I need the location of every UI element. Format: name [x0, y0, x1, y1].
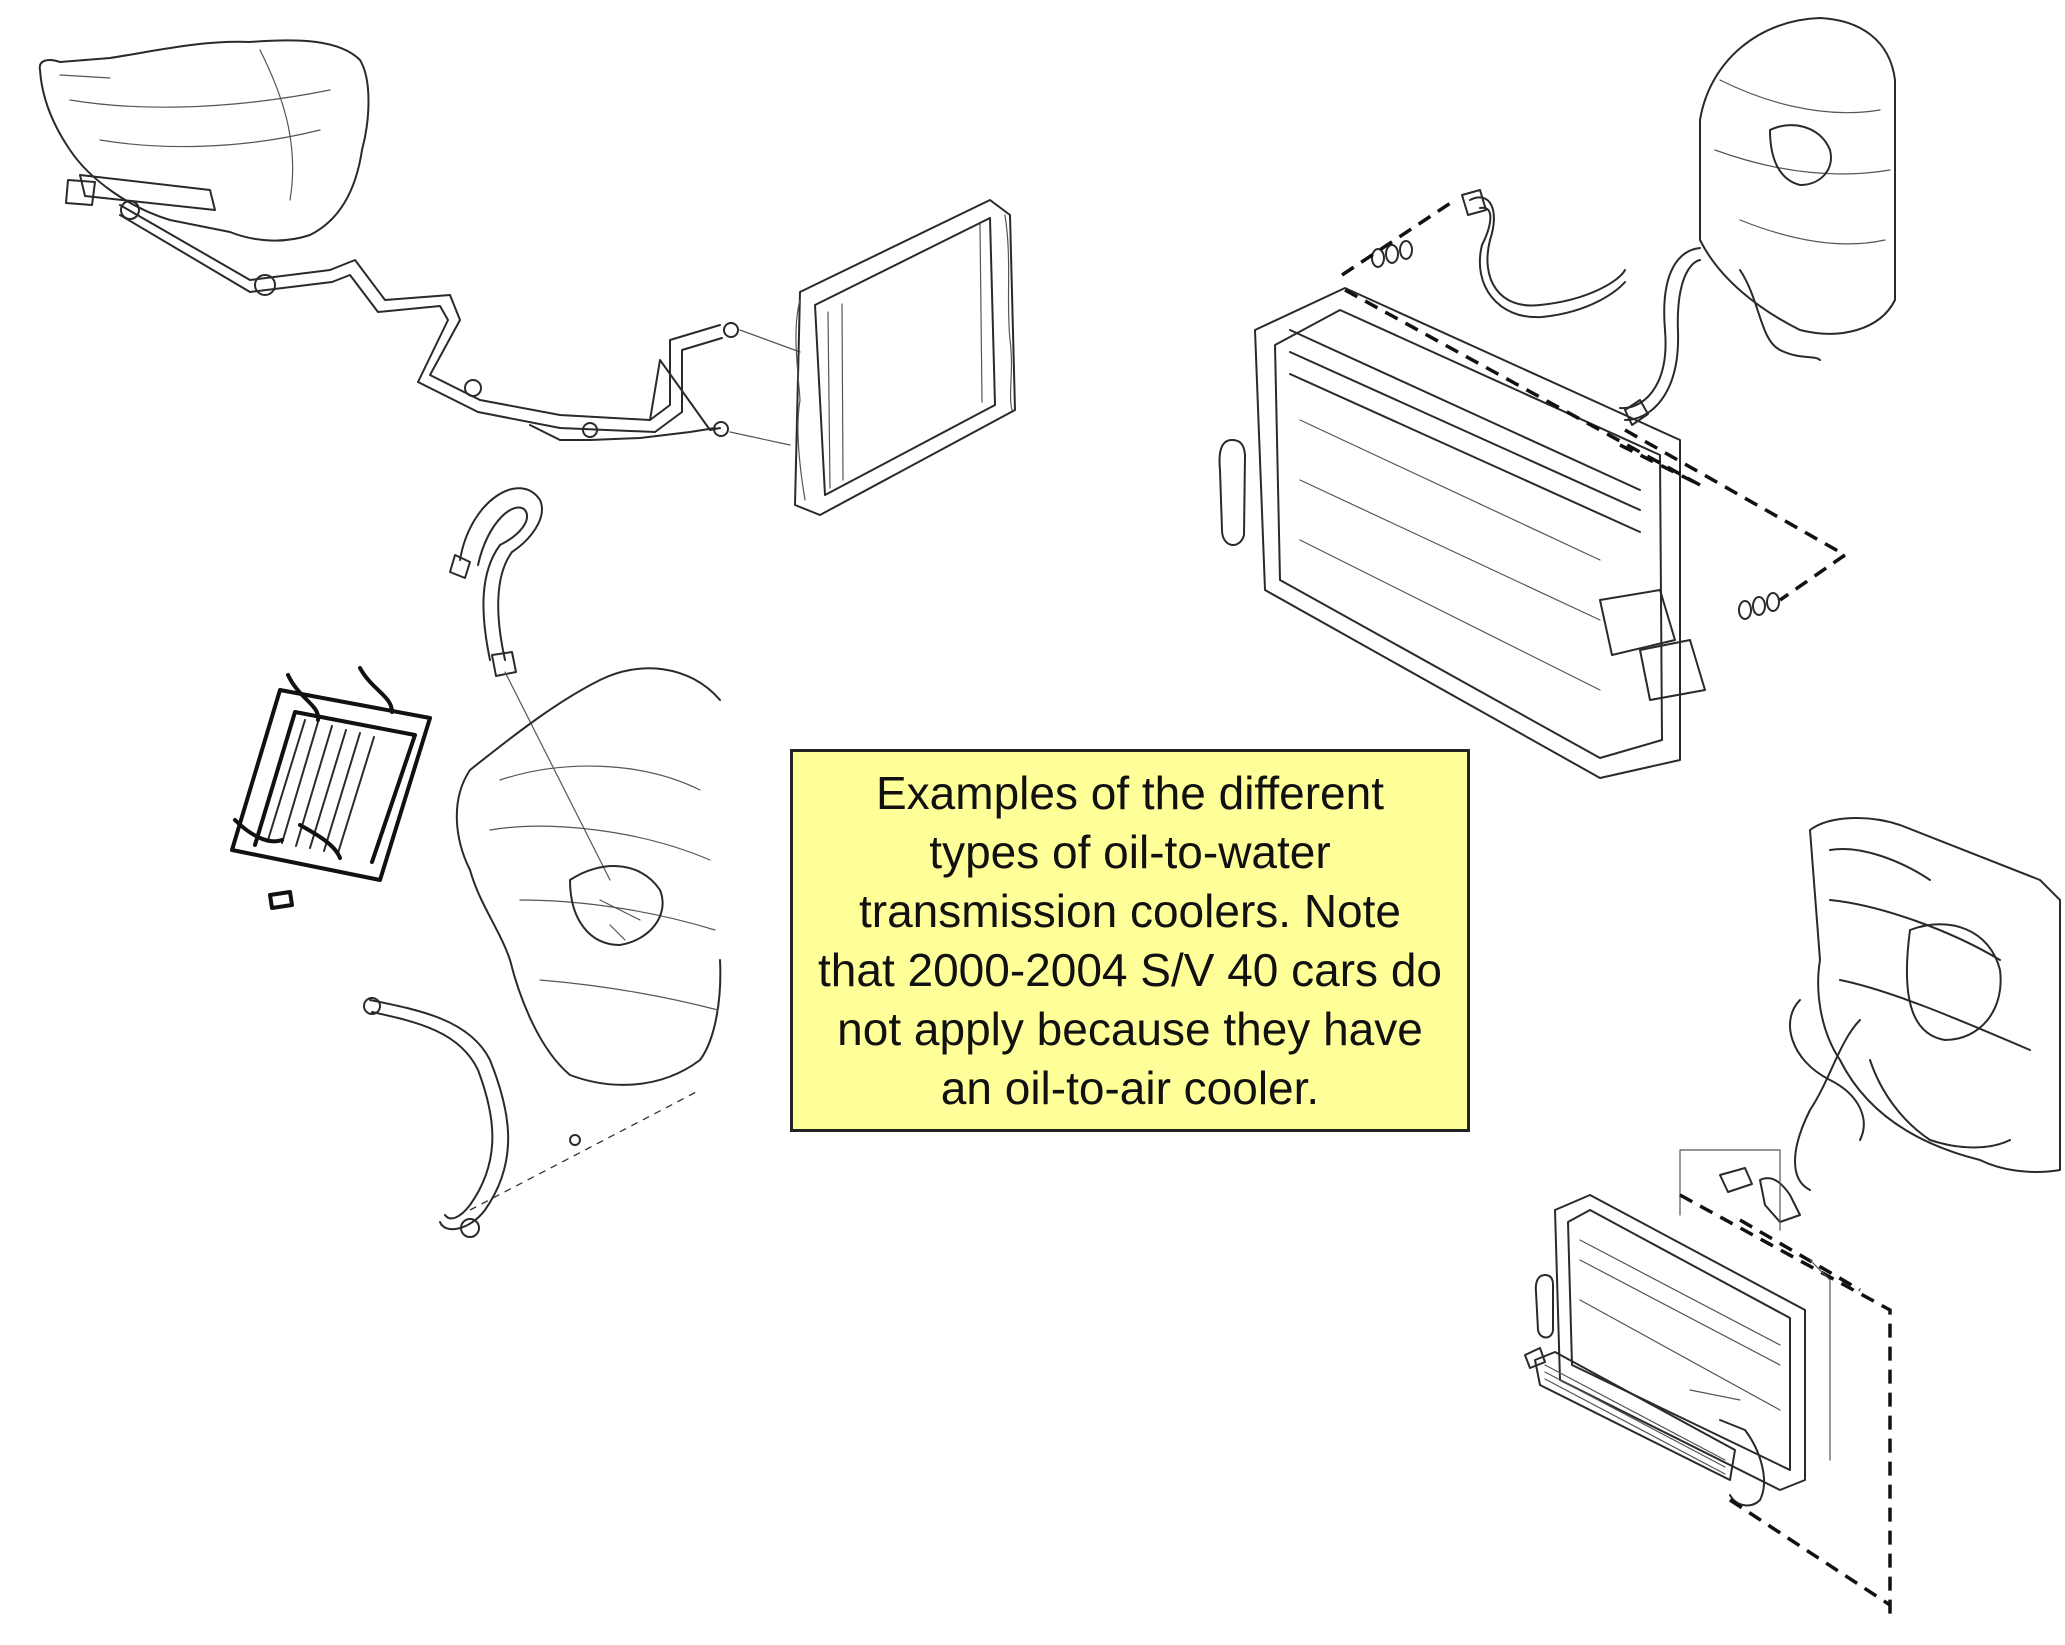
radiator-cooler-lines-diagram: [1218, 17, 1896, 779]
rwd-transmission-cooler-diagram: [38, 39, 1016, 516]
callout-note: Examples of the different types of oil-t…: [790, 749, 1470, 1132]
fwd-transmission-cooler-diagram: [230, 487, 722, 1238]
callout-text: Examples of the different types of oil-t…: [818, 766, 1442, 1114]
bottom-right-cooler-diagram: [1524, 817, 2061, 1620]
